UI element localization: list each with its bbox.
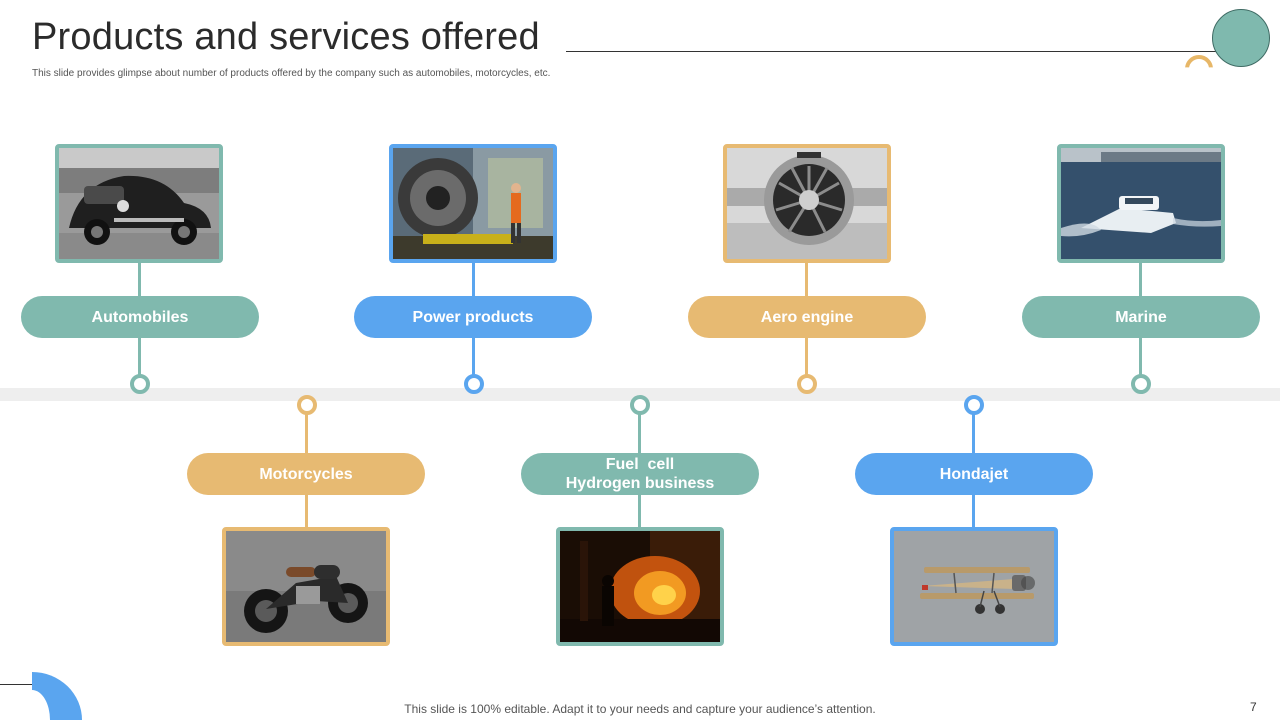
connector-line [805,338,808,376]
timeline-pin [297,395,317,415]
decorative-arc [1185,55,1213,68]
connector-line [138,338,141,376]
page-title: Products and services offered [32,16,540,58]
timeline-pin [797,374,817,394]
decorative-circle [1212,9,1270,67]
label-line: Hydrogen business [565,475,715,492]
connector-line [638,413,641,453]
automobiles-image [55,144,223,263]
fuel-cell-image [556,527,724,646]
connector-line [138,262,141,296]
timeline-pin [464,374,484,394]
timeline-pin [1131,374,1151,394]
label-power-products: Power products [354,296,592,338]
corner-line [0,684,34,685]
connector-line [1139,262,1142,296]
label-automobiles: Automobiles [21,296,259,338]
connector-line [1139,338,1142,376]
connector-line [305,413,308,453]
connector-line [305,495,308,528]
motorcycles-image [222,527,390,646]
hondajet-image [890,527,1058,646]
connector-line [805,262,808,296]
label-motorcycles: Motorcycles [187,453,425,495]
page-subtitle: This slide provides glimpse about number… [32,68,551,79]
timeline-pin [130,374,150,394]
connector-line [972,495,975,528]
label-marine: Marine [1022,296,1260,338]
marine-image [1057,144,1225,263]
connector-line [472,338,475,376]
timeline-band [0,388,1280,401]
aero-engine-image [723,144,891,263]
title-underline [566,51,1240,52]
label-line: Fuel cell [605,456,675,473]
connector-line [638,495,641,528]
footer-note: This slide is 100% editable. Adapt it to… [404,702,876,716]
timeline-pin [964,395,984,415]
label-fuel-cell-hydrogen: Fuel cell Hydrogen business [521,453,759,495]
timeline-pin [630,395,650,415]
label-aero-engine: Aero engine [688,296,926,338]
label-hondajet: Hondajet [855,453,1093,495]
connector-line [972,413,975,453]
power-products-image [389,144,557,263]
page-number: 7 [1250,700,1257,714]
connector-line [472,262,475,296]
decorative-quarter-circle [32,672,82,720]
